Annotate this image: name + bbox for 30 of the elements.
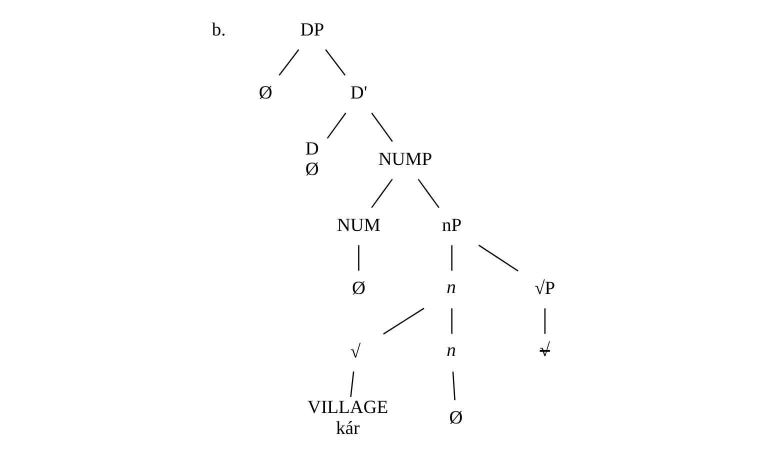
connector: [371, 178, 393, 208]
node-text: Ø: [449, 407, 463, 428]
node-text: DP: [300, 20, 324, 41]
node-text: Ø: [258, 82, 272, 104]
node-text: n: [446, 340, 456, 362]
connector: [383, 308, 424, 335]
node-text: D': [350, 82, 368, 104]
connector: [371, 112, 393, 142]
connector: [451, 245, 452, 271]
node-text: √: [350, 341, 361, 362]
node-text: √: [540, 340, 550, 362]
node-text: nP: [442, 215, 462, 236]
connector: [452, 372, 456, 400]
node-text: D Ø: [305, 138, 319, 180]
connector: [350, 372, 354, 397]
node-text: VILLAGE kár: [308, 397, 388, 439]
node-text: √P: [534, 278, 556, 300]
node-text: n: [446, 277, 456, 298]
node-text: NUMP: [378, 148, 432, 170]
node-text: Ø: [352, 278, 366, 300]
connector: [325, 49, 346, 76]
node-text: NUM: [337, 215, 380, 236]
connector: [278, 49, 300, 76]
connector: [478, 244, 518, 272]
connector: [358, 245, 360, 271]
label: b.: [212, 20, 226, 41]
connector: [326, 112, 346, 139]
connector: [544, 308, 546, 334]
connector: [451, 308, 452, 334]
connector: [418, 178, 440, 208]
